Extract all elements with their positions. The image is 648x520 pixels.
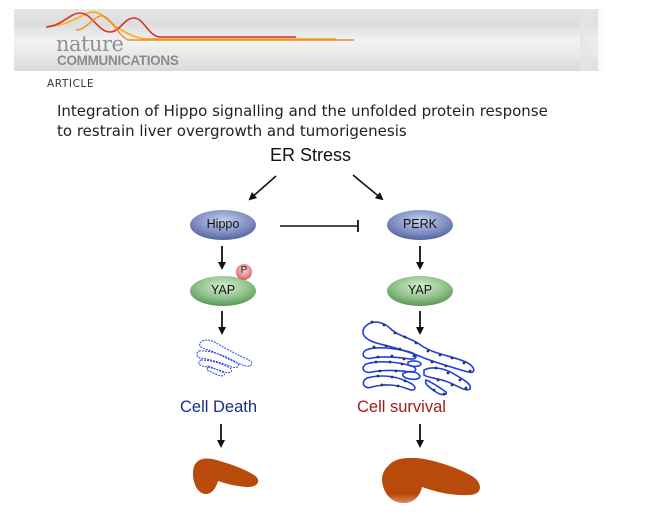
article-title-line-2: to restrain liver overgrowth and tumorig…	[57, 122, 407, 140]
ribosome-dots	[370, 320, 472, 396]
yap-left-label: YAP	[210, 283, 236, 297]
arrow-er-to-hippo	[248, 175, 277, 201]
section-label: ARTICLE	[47, 78, 95, 90]
er-stress-label: ER Stress	[270, 145, 352, 165]
yap-right-label: YAP	[407, 283, 433, 297]
arrow-er-to-perk	[352, 174, 384, 201]
phospho-badge	[236, 264, 252, 280]
banner-fade	[580, 9, 604, 71]
hippo-label: Hippo	[206, 217, 240, 231]
journal-logo-waves-icon	[45, 10, 354, 41]
small-er-icon	[196, 339, 253, 377]
large-er-icon	[362, 321, 475, 396]
perk-label: PERK	[402, 217, 438, 231]
phospho-label: P	[240, 265, 248, 276]
large-liver-icon	[382, 457, 480, 503]
cell-survival-label: Cell survival	[357, 398, 446, 416]
journal-name-nature: nature	[56, 32, 124, 56]
article-title-line-1: Integration of Hippo signalling and the …	[57, 102, 548, 120]
cell-death-label: Cell Death	[180, 398, 258, 416]
yap-left-node	[190, 276, 256, 306]
hippo-node	[190, 210, 256, 240]
small-liver-icon	[193, 458, 259, 494]
journal-name-communications: COMMUNICATIONS	[57, 53, 179, 68]
yap-right-node	[387, 276, 453, 306]
perk-node	[387, 210, 453, 240]
